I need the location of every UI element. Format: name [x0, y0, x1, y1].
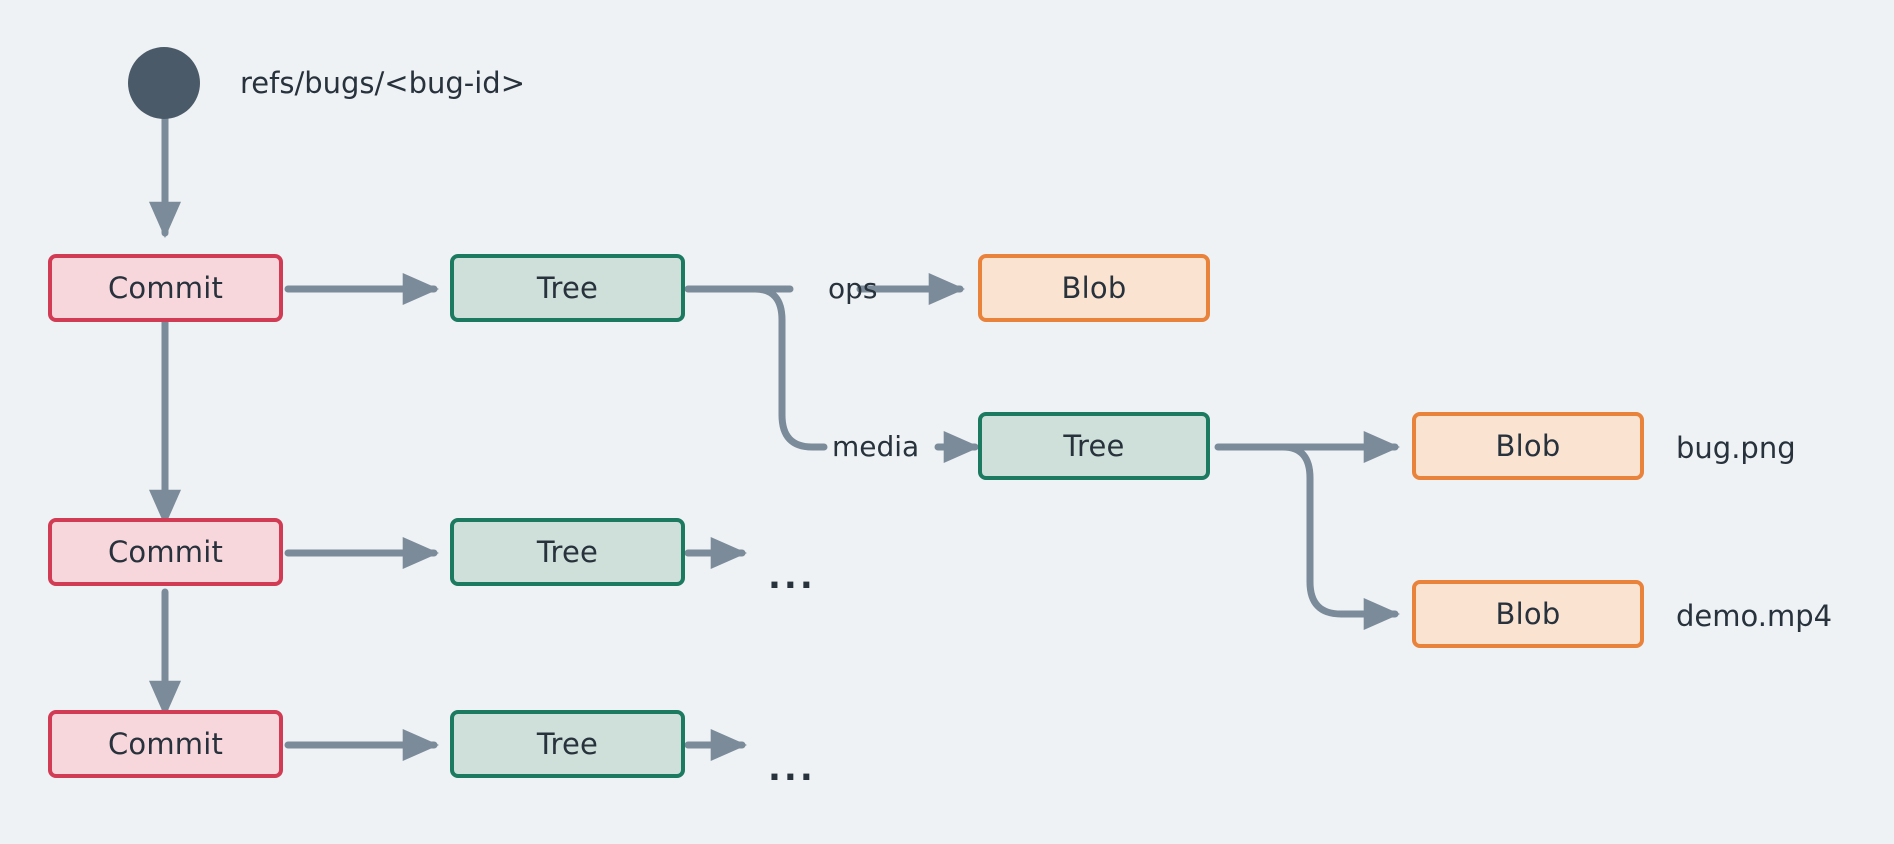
node-blob-ops[interactable]: Blob: [978, 254, 1210, 322]
edge-label-media: media: [832, 430, 920, 463]
file-label-bug-png: bug.png: [1676, 431, 1796, 465]
node-tree-1[interactable]: Tree: [450, 254, 685, 322]
branch-ref-dot: [128, 47, 200, 119]
node-blob-demo-mp4[interactable]: Blob: [1412, 580, 1644, 648]
node-tree-2[interactable]: Tree: [450, 518, 685, 586]
node-commit-3[interactable]: Commit: [48, 710, 283, 778]
branch-ref-label: refs/bugs/<bug-id>: [240, 66, 526, 100]
node-tree-3[interactable]: Tree: [450, 710, 685, 778]
node-blob-bug-png[interactable]: Blob: [1412, 412, 1644, 480]
node-commit-2[interactable]: Commit: [48, 518, 283, 586]
edge-label-ops: ops: [828, 272, 878, 305]
file-label-demo-mp4: demo.mp4: [1676, 599, 1833, 633]
node-commit-1[interactable]: Commit: [48, 254, 283, 322]
node-tree-media[interactable]: Tree: [978, 412, 1210, 480]
ellipsis-tree-2: ...: [768, 557, 816, 597]
ellipsis-tree-3: ...: [768, 749, 816, 789]
